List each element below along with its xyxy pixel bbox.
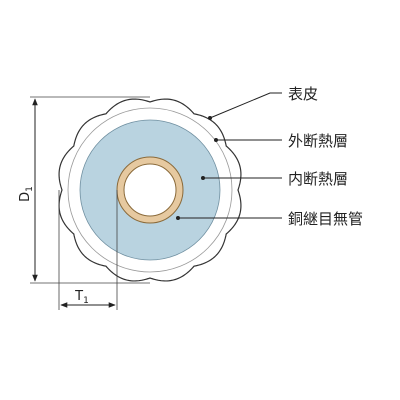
thickness-dimension-label: T1 xyxy=(74,289,89,306)
label-outer-skin: 表皮 xyxy=(288,85,318,103)
leader-dot-copper-pipe xyxy=(176,216,180,220)
label-seamless-copper-pipe: 銅継目無管 xyxy=(288,210,363,228)
diameter-label-sub: 1 xyxy=(25,186,35,192)
thickness-label-sub: 1 xyxy=(83,296,89,306)
leader-dot-outer-insulation xyxy=(214,138,218,142)
diameter-dimension-label: D1 xyxy=(18,186,35,202)
label-inner-insulation: 内断熱層 xyxy=(288,170,348,188)
label-outer-insulation: 外断熱層 xyxy=(288,132,348,150)
leader-outer-skin xyxy=(209,92,282,119)
thickness-label-main: T xyxy=(74,289,83,304)
pipe-bore xyxy=(123,163,177,217)
diameter-label-main: D xyxy=(18,192,33,202)
leader-dot-outer-skin xyxy=(208,116,212,120)
leader-dot-inner-insulation xyxy=(201,176,205,180)
